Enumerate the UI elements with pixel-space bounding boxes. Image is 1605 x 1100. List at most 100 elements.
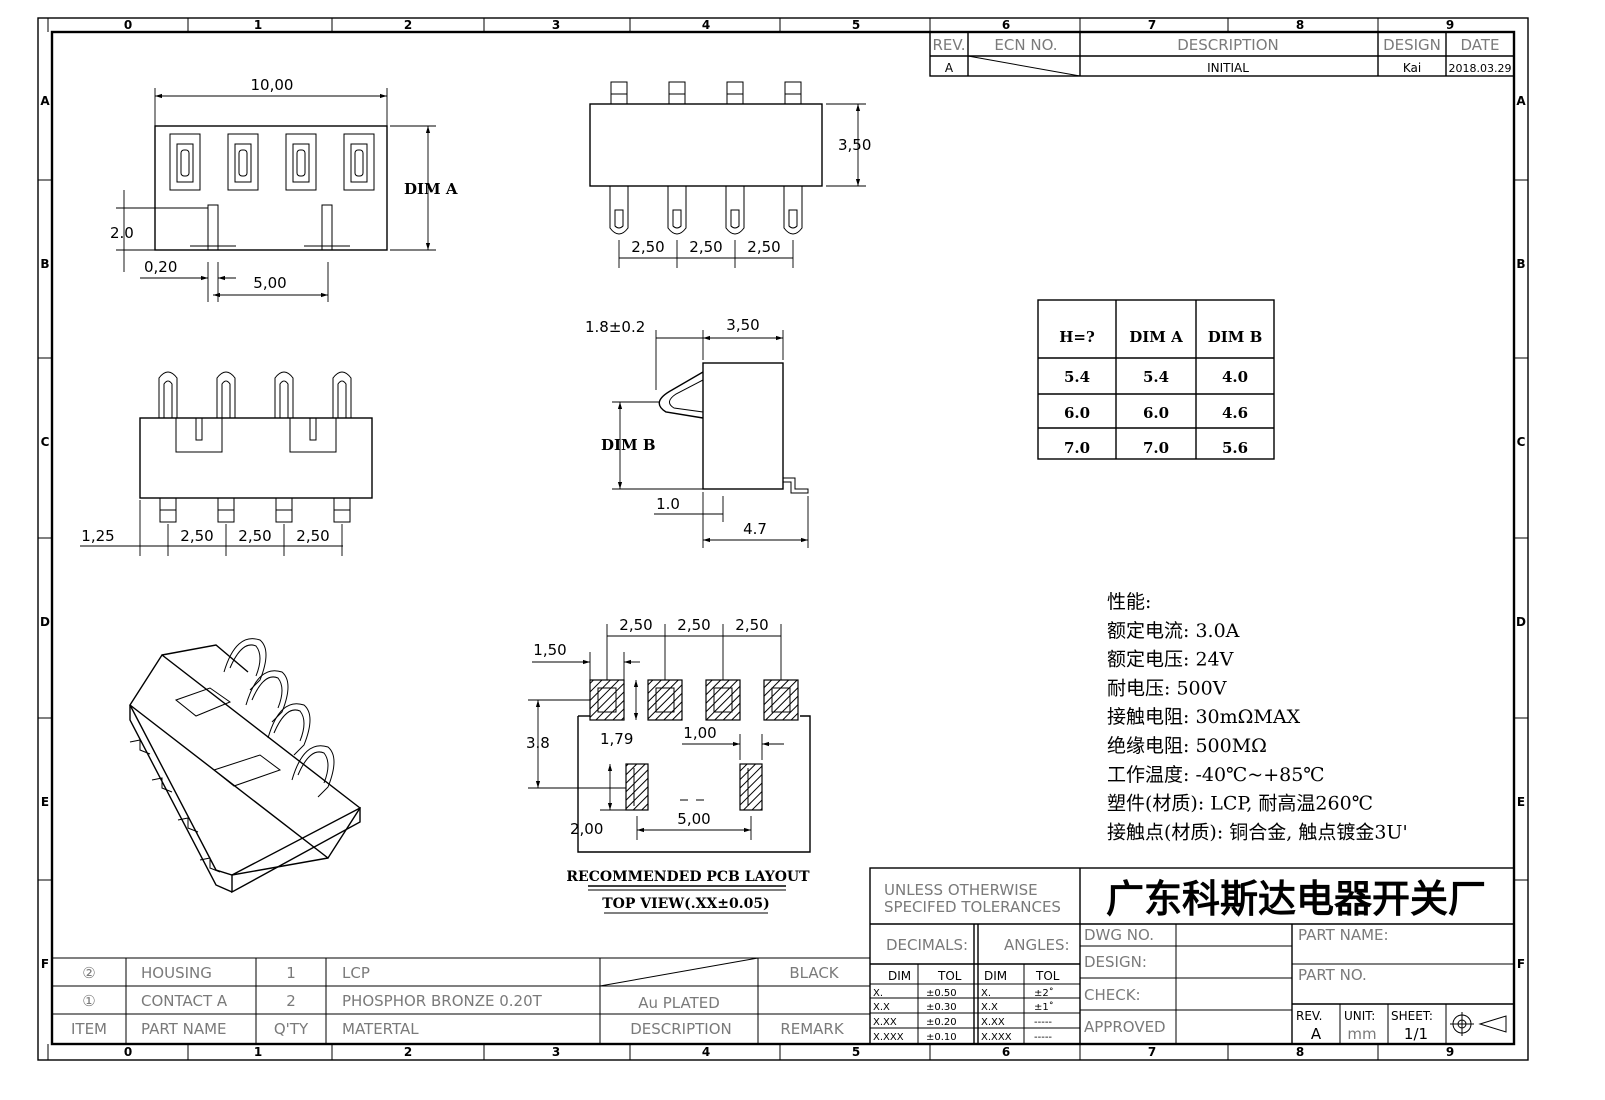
isometric-view [129,638,361,894]
design-header: DESIGN [1383,36,1441,54]
pin-width-label: 0,20 [144,258,177,276]
pad-4 [763,679,799,721]
spec-line: 工作温度: -40℃~+85℃ [1107,764,1325,786]
bom-cell-material: LCP [342,964,370,982]
spec-line: 额定电压: 24V [1107,649,1234,671]
dec-tol-header: TOL [937,969,962,983]
dim-table-cell: 5.4 [1064,368,1090,386]
decimals-label: DECIMALS: [886,936,968,954]
column-label: 6 [1002,18,1010,32]
title-block: UNLESS OTHERWISE SPECIFED TOLERANCES 广东科… [869,867,1515,1045]
bottom-pitch-3: 2,50 [296,527,329,545]
dec-tol-cell: ±0.20 [926,1017,957,1028]
row-label: C [41,435,50,449]
date-value: 2018.03.29 [1449,62,1512,75]
column-label: 1 [254,1045,262,1059]
side-width-label: 3,50 [726,316,759,334]
pad-6 [739,763,763,811]
bom-header-item: ITEM [71,1020,107,1038]
sheet-label: SHEET: [1391,1009,1433,1023]
dim-table-cell: 6.0 [1064,404,1090,422]
top-view: 10,00 DIM A 2.0 0,20 5,00 [110,76,458,302]
bom-cell-qty: 2 [286,992,296,1010]
row-label: E [1517,795,1525,809]
bom-header-remark: REMARK [780,1020,845,1038]
angles-label: ANGLES: [1004,936,1070,954]
spec-line: 接触电阻: 30mΩMAX [1107,706,1301,728]
dec-tol-cell: ±0.50 [926,988,957,999]
dec-dim-cell: X.XXX [873,1032,904,1043]
column-label: 0 [124,1045,132,1059]
column-label: 4 [702,1045,710,1059]
pad-1 [589,679,625,721]
dec-tol-cell: ±0.30 [926,1002,957,1013]
dim-table-header: DIM A [1129,328,1183,346]
pcb-pad-height: 1,79 [600,730,633,748]
ang-tol-cell: ±1˚ [1034,1001,1054,1013]
ang-dim-cell: X.XXX [981,1032,1012,1043]
approved-label: APPROVED [1084,1018,1166,1036]
pcb-layout: 2,50 2,50 2,50 1,50 3.8 1,79 1,00 2,00 5… [526,616,811,914]
ang-tol-cell: ±2˚ [1034,987,1054,999]
spec-line: 绝缘电阻: 500MΩ [1107,735,1267,757]
unit-value: mm [1347,1025,1376,1043]
dim-a-label: DIM A [404,180,458,198]
description-value: INITIAL [1207,61,1249,75]
bottom-pitch-2: 2,50 [238,527,271,545]
row-label: D [40,615,50,629]
column-label: 3 [552,18,560,32]
pad-2 [647,679,683,721]
projection-symbol-icon [1450,1012,1507,1036]
part-name-label: PART NAME: [1298,926,1389,944]
column-label: 8 [1296,1045,1304,1059]
dec-dim-cell: X.X [873,1002,890,1013]
rev-label: REV. [1296,1009,1322,1023]
dec-dim-header: DIM [888,969,911,983]
side-depth-label: 4.7 [743,520,767,538]
unit-label: UNIT: [1344,1009,1375,1023]
pcb-pad-width: 1,50 [533,641,566,659]
bom-cell-material: PHOSPHOR BRONZE 0.20T [342,992,543,1010]
bom-header-part: PART NAME [141,1020,227,1038]
bom-cell-part: CONTACT A [141,992,228,1010]
column-label: 1 [254,18,262,32]
rev-value: A [945,61,954,75]
spec-line: 性能: [1107,591,1151,613]
column-label: 4 [702,18,710,32]
bom-header-description: DESCRIPTION [630,1020,732,1038]
ang-tol-header: TOL [1035,969,1060,983]
dec-tol-cell: ±0.10 [926,1032,957,1043]
bom-cell-description: Au PLATED [638,994,720,1012]
column-label: 8 [1296,18,1304,32]
side-view: 1.8±0.2 3,50 DIM B 1.0 4.7 [585,316,809,548]
column-label: 9 [1446,18,1454,32]
bom-cell-item: ① [82,992,95,1010]
pcb-height: 3.8 [526,734,550,752]
row-label: F [1517,957,1525,971]
dim-table-header: H=? [1059,328,1095,346]
rev-header: REV. [933,36,966,54]
dim-b-label: DIM B [601,436,656,454]
dim-table-cell: 7.0 [1064,439,1090,457]
spec-line: 接触点(材质): 铜合金, 触点镀金3U' [1107,821,1408,843]
pcb-layout-subtitle: TOP VIEW(.XX±0.05) [602,896,770,912]
row-label: A [1516,94,1526,108]
front-height-label: 3,50 [838,136,871,154]
row-label: A [40,94,50,108]
bom-cell-remark: BLACK [789,964,839,982]
bottom-edge-label: 1,25 [81,527,114,545]
spec-line: 塑件(材质): LCP, 耐高温260℃ [1107,793,1373,815]
front-view: 3,50 2,50 2,50 2,50 [589,81,871,268]
side-foot-label: 1.0 [656,495,680,513]
dec-dim-cell: X. [873,988,883,999]
column-label: 2 [404,1045,412,1059]
top-h-label: 2.0 [110,224,134,242]
column-label: 3 [552,1045,560,1059]
row-label: F [41,957,49,971]
row-label: E [41,795,49,809]
revision-table: REV. ECN NO. DESCRIPTION DESIGN DATE A I… [929,31,1515,77]
spec-line: 耐电压: 500V [1107,677,1227,699]
